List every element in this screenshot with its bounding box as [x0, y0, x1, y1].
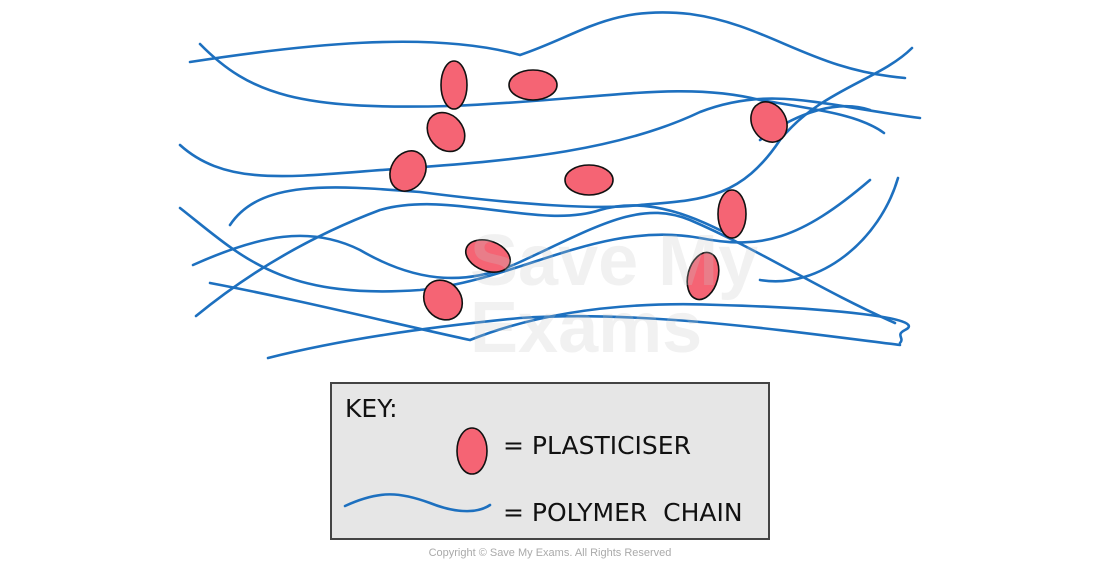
key-polymer-chain-icon — [343, 493, 492, 513]
plasticiser-molecule — [686, 251, 720, 301]
key-title: KEY: — [345, 394, 398, 423]
key-plasticiser-label: = PLASTICISER — [503, 431, 691, 460]
key-polymer-label: = POLYMER CHAIN — [503, 498, 743, 527]
watermark: Save My Exams — [470, 221, 758, 368]
polymer-chain — [188, 11, 907, 80]
polymer-chain — [758, 176, 900, 283]
plasticiser-molecule — [389, 150, 427, 192]
polymer-chain — [266, 314, 902, 360]
key-box: KEY: = PLASTICISER = POLYMER CHAIN — [330, 382, 770, 540]
plasticiser-molecule — [717, 189, 747, 239]
polymer-chain — [178, 97, 922, 178]
plasticiser-molecule — [564, 164, 614, 196]
plasticiser-molecule — [750, 101, 788, 143]
copyright: Copyright © Save My Exams. All Rights Re… — [429, 547, 672, 559]
plasticiser-molecule — [422, 279, 464, 321]
polymer-chain — [198, 42, 886, 135]
polymer-chain — [178, 178, 872, 293]
plasticiser-molecule — [440, 60, 468, 110]
key-plasticiser-icon — [456, 427, 488, 475]
polymer-chain — [228, 46, 914, 227]
plasticiser-molecule — [508, 69, 558, 101]
plasticiser-molecule — [426, 111, 466, 153]
polymer-chain — [194, 202, 732, 318]
polymer-chain — [191, 211, 897, 325]
polymer-chain — [208, 281, 911, 345]
polymer-chains — [178, 11, 922, 360]
plasticiser-molecules — [389, 60, 788, 321]
plasticiser-molecule — [464, 239, 512, 273]
